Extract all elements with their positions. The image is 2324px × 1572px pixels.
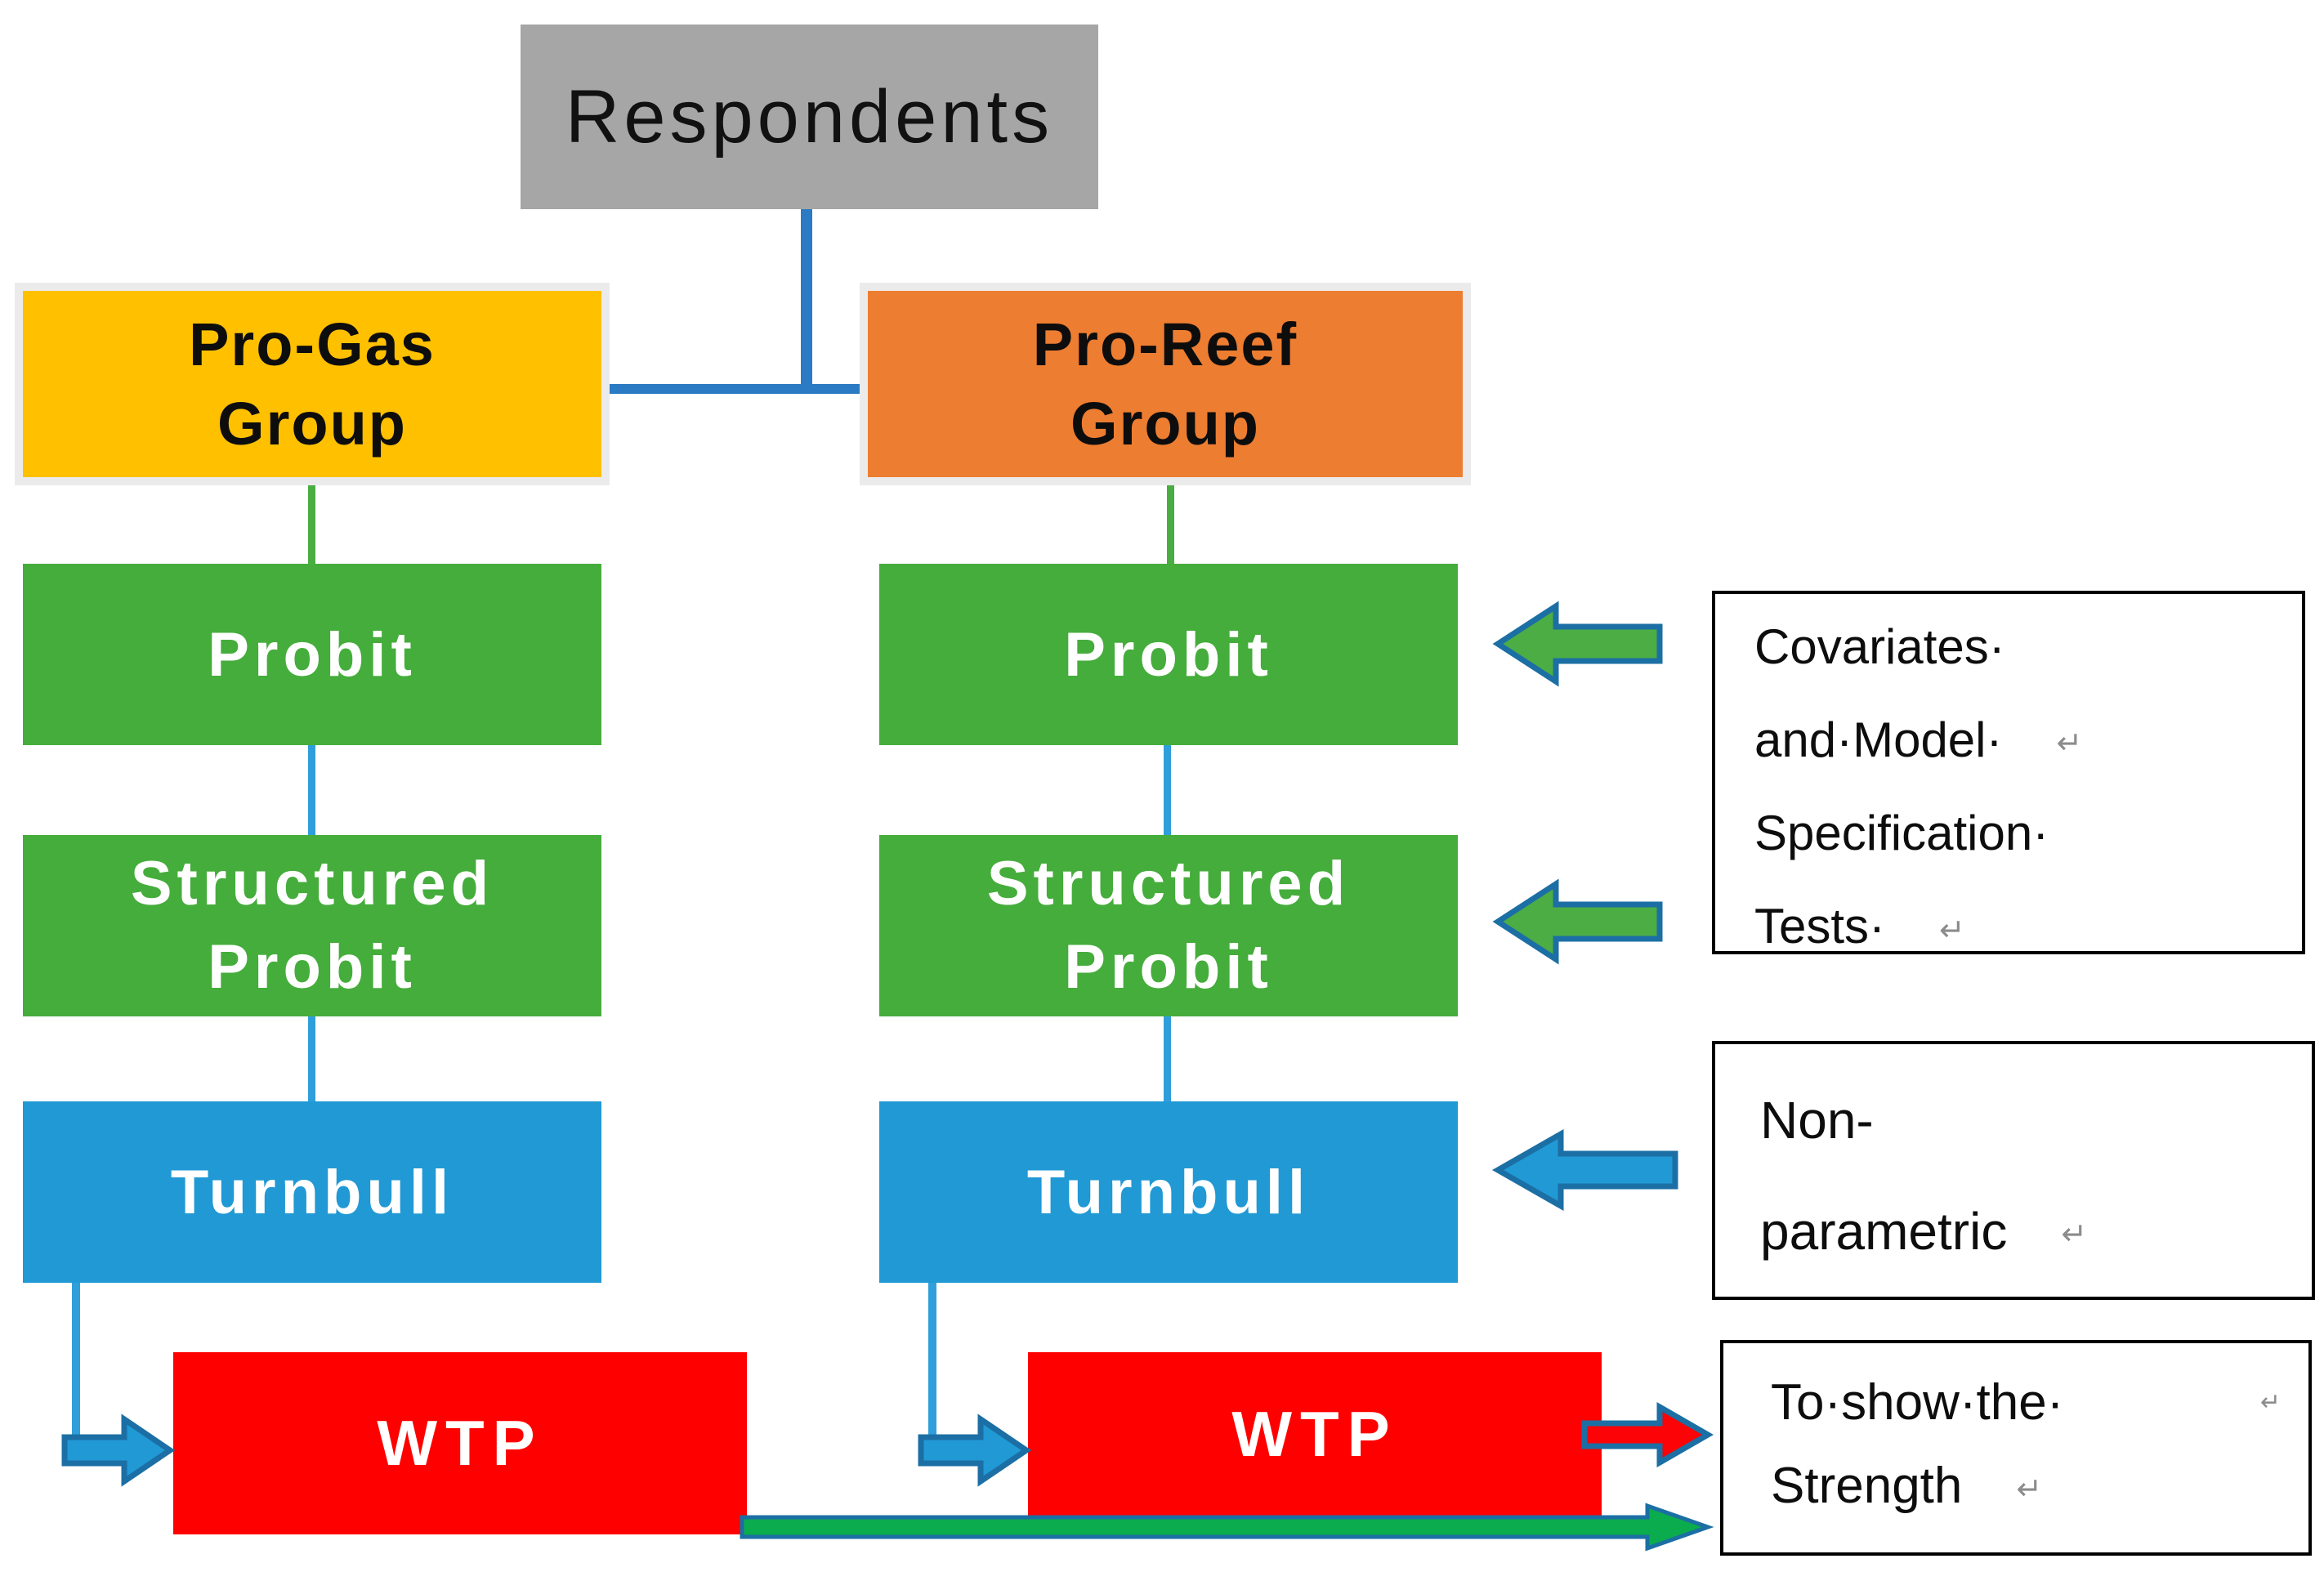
pro-gas-label-line2: Group: [217, 390, 407, 458]
probit-box-left: Probit: [23, 564, 601, 745]
note-line: Covariates·: [1754, 619, 2005, 674]
turnbull-box-right: Turnbull: [879, 1101, 1458, 1283]
wtp-box-left: WTP: [173, 1352, 747, 1534]
structured-label-right-line2: Probit: [1064, 932, 1273, 1002]
return-mark: ↵: [1939, 913, 1965, 948]
turnbull-label-left: Turnbull: [170, 1157, 454, 1227]
connector-structured-turnbull-right: [1164, 1016, 1171, 1101]
connector-proreef-probit: [1167, 485, 1174, 565]
connector-turnbull-wtp-right: [928, 1283, 936, 1450]
structured-label-right-line1: Structured: [986, 849, 1351, 918]
covariates-arrow-structured-icon: [1492, 878, 1663, 965]
probit-label-right: Probit: [1064, 619, 1273, 690]
turnbull-box-left: Turnbull: [23, 1101, 601, 1283]
respondents-box: Respondents: [521, 25, 1098, 209]
nonparametric-note-box: Non- parametric↵: [1712, 1041, 2315, 1300]
structured-label-left-line1: Structured: [130, 849, 494, 918]
wtp-box-right: WTP: [1028, 1352, 1602, 1516]
pro-gas-group-box: Pro-Gas Group: [15, 283, 610, 485]
structured-probit-box-right: Structured Probit: [879, 835, 1458, 1016]
probit-box-right: Probit: [879, 564, 1458, 745]
note-line: parametric↵: [1760, 1201, 2088, 1261]
connector-structured-turnbull-left: [308, 1016, 315, 1101]
pro-reef-label-line2: Group: [1070, 390, 1260, 458]
wtp-label-right: WTP: [1231, 1397, 1398, 1470]
pro-gas-label-line1: Pro-Gas: [189, 310, 436, 378]
note-line: Specification·: [1754, 806, 2049, 861]
covariates-note-box: Covariates· and·Model·↵ Specification· T…: [1712, 591, 2305, 954]
wtp-strength-arrow-icon: [1581, 1401, 1714, 1468]
note-line: To·show·the·↵: [1771, 1361, 2300, 1445]
connector-turnbull-wtp-left: [72, 1283, 80, 1450]
probit-label-left: Probit: [208, 619, 417, 690]
structured-probit-box-left: Structured Probit: [23, 835, 601, 1016]
return-mark: ↵: [2259, 1389, 2281, 1416]
connector-probit-structured-left: [308, 745, 315, 835]
strength-note-box: To·show·the·↵ Strength↵: [1720, 1340, 2312, 1556]
covariates-arrow-probit-icon: [1492, 601, 1663, 687]
nonparametric-arrow-turnbull-icon: [1491, 1128, 1678, 1212]
structured-label-left-line2: Probit: [208, 932, 417, 1002]
note-line: and·Model·↵: [1754, 712, 2083, 768]
wtp-label-left: WTP: [377, 1407, 543, 1479]
connector-groups-horizontal: [610, 384, 868, 394]
pro-reef-label-line1: Pro-Reef: [1032, 310, 1298, 378]
arrow-into-wtp-right-icon: [918, 1413, 1032, 1487]
arrow-into-wtp-left-icon: [61, 1413, 176, 1487]
pro-reef-group-box: Pro-Reef Group: [860, 283, 1471, 485]
note-line: Tests·↵: [1754, 899, 1965, 954]
respondents-label: Respondents: [565, 74, 1054, 159]
note-line: Non-: [1760, 1091, 1874, 1150]
note-line: Strength↵: [1771, 1458, 2043, 1514]
wtp-comparison-long-arrow-icon: [740, 1503, 1714, 1552]
connector-respondents-vertical: [801, 209, 812, 394]
return-mark: ↵: [2016, 1472, 2043, 1507]
turnbull-label-right: Turnbull: [1026, 1157, 1311, 1227]
return-mark: ↵: [2061, 1217, 2088, 1253]
connector-probit-structured-right: [1164, 745, 1171, 835]
return-mark: ↵: [2056, 726, 2083, 761]
connector-progas-probit: [308, 485, 315, 565]
